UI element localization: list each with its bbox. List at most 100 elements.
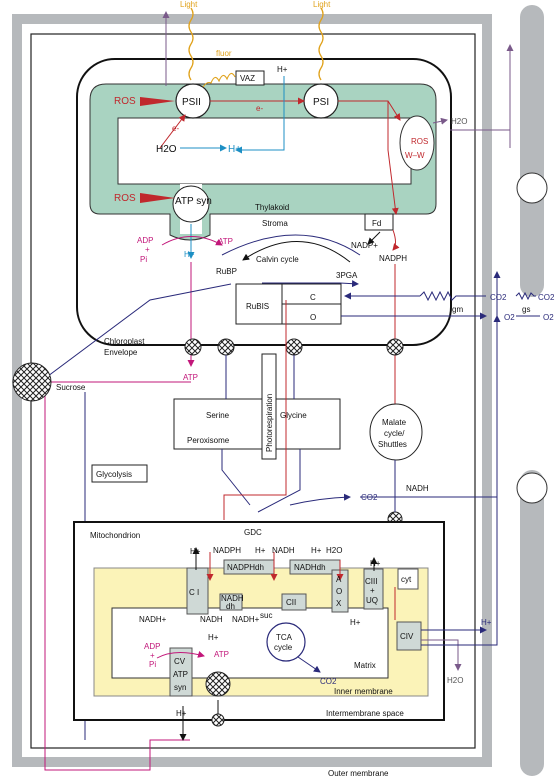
light-wave-left [188, 7, 194, 81]
plus-m-label: + [150, 651, 155, 660]
matrix [111, 607, 389, 679]
co2-mid-label: CO2 [490, 293, 507, 302]
rubis-o-label: O [310, 313, 316, 322]
atp-transporter-mito [205, 671, 231, 697]
guard-cell-bottom [520, 470, 544, 776]
h2o-out-arrow [432, 117, 448, 125]
tca-label-1: TCA [276, 633, 293, 642]
atp-cyt-line [44, 381, 191, 771]
adp-label: ADP [137, 236, 153, 245]
malate-label-2: cycle/ [384, 429, 405, 438]
atp-cv-label: ATP [173, 670, 188, 679]
h-cv-label: H+ [208, 633, 219, 642]
h-lumen: H+ [228, 144, 241, 155]
cyt-label: cyt [401, 575, 412, 584]
complex-v [169, 647, 193, 697]
sucrose-export-arrow [39, 283, 232, 383]
rubis-to-3pga [262, 280, 359, 288]
nadh-dh2-b: dh [226, 602, 235, 611]
cv-label: CV [174, 657, 186, 666]
ros-atp-label: ROS [114, 193, 136, 204]
electron-flow-fd [387, 101, 399, 215]
nadh-dh2-a: NADH [221, 594, 244, 603]
nadp-arrow [367, 231, 381, 245]
nadph-label: NADPH [379, 254, 407, 263]
stomatal-resistance [515, 291, 536, 301]
h-m1: H+ [190, 547, 201, 556]
fd-label: Fd [372, 219, 381, 228]
sucrose-label: Sucrose [56, 383, 86, 392]
h-atpsyn-label: H+ [184, 250, 195, 259]
peroxisome-label: Peroxisome [187, 436, 230, 445]
adp-m-label: ADP [144, 642, 160, 651]
peroxisome [173, 398, 341, 450]
h-m3: H+ [311, 546, 322, 555]
guard-cell-bottom-pore [516, 472, 548, 504]
glycolysis-label: Glycolysis [96, 470, 132, 479]
chloroplast-label: Chloroplast [104, 337, 145, 346]
envelope-label: Envelope [104, 348, 138, 357]
ros-psii-triangle [140, 97, 175, 106]
inner-membrane-label: Inner membrane [334, 687, 393, 696]
vaz-label: VAZ [240, 74, 255, 83]
e-minus-1: e- [172, 124, 179, 133]
rubp-label: RuBP [216, 267, 237, 276]
co2-right-label: CO2 [538, 293, 555, 302]
thylakoid-lumen [117, 117, 412, 185]
atp-syn-label: ATP syn [175, 196, 212, 207]
civ-h2o [421, 639, 462, 671]
ciii-label: CIII [365, 577, 377, 586]
nadh-plus-label: NADH+ [139, 615, 167, 624]
atp-cyt-label: ATP [183, 373, 198, 382]
o2-right-label: O2 [543, 313, 554, 322]
nadh-dh-internal [219, 593, 243, 611]
calvin-loop [221, 234, 361, 256]
glycolysis-box [91, 464, 148, 483]
glycerate-transporter [217, 338, 235, 356]
fluorescence-wave [202, 72, 236, 88]
h2o-bottom-label: H2O [447, 676, 463, 685]
glycine-to-mito [257, 449, 301, 513]
intermembrane-label: Intermembrane space [326, 709, 404, 718]
mitochondrion-label: Mitochondrion [90, 531, 140, 540]
atp-synthase [172, 185, 210, 223]
suc-label: suc [260, 611, 272, 620]
serine-label: Serine [206, 411, 230, 420]
plus-label-1: + [145, 245, 150, 254]
calvin-cycle-arrow [242, 241, 351, 263]
stroma-label: Stroma [262, 219, 288, 228]
fd-box [364, 213, 394, 231]
atp-carrier-outer [211, 713, 225, 727]
photoresp-red [223, 300, 287, 520]
civ-label: CIV [400, 632, 414, 641]
h-bottom-label: H+ [176, 709, 187, 718]
malate-label-1: Malate [382, 418, 407, 427]
malate-transporter [386, 338, 404, 356]
nadp-label: NADP+ [351, 241, 378, 250]
nadh-mid2-label: NADH+ [232, 615, 260, 624]
matrix-label: Matrix [354, 661, 376, 670]
atp-m-label: ATP [214, 650, 229, 659]
calvin-cycle-label: Calvin cycle [256, 255, 299, 264]
aox-a: A [336, 575, 342, 584]
pi-label: Pi [140, 255, 147, 264]
h-ciii: H+ [370, 559, 381, 568]
light-label-right: Light [313, 0, 331, 9]
photorespiration-label: Photorespiration [265, 394, 274, 452]
light-wave-right [318, 7, 324, 81]
glycolate-transporter [285, 338, 303, 356]
mesophyll-resistance [419, 290, 486, 302]
uq-label: UQ [366, 596, 378, 605]
complex-i [186, 567, 209, 615]
complex-ii [281, 593, 307, 611]
nadh-dh-label: NADHdh [294, 563, 326, 572]
ci-label: C I [189, 588, 199, 597]
tca-label-2: cycle [274, 643, 293, 652]
h-m4: H+ [350, 618, 361, 627]
co2-cyt-arrow [289, 493, 351, 506]
ros-ww-label-1: ROS [411, 137, 428, 146]
water-water-cycle [399, 115, 435, 171]
atp-chl-label: ATP [218, 237, 233, 246]
e-minus-2: e- [256, 104, 263, 113]
psi-label: PSI [313, 97, 329, 108]
